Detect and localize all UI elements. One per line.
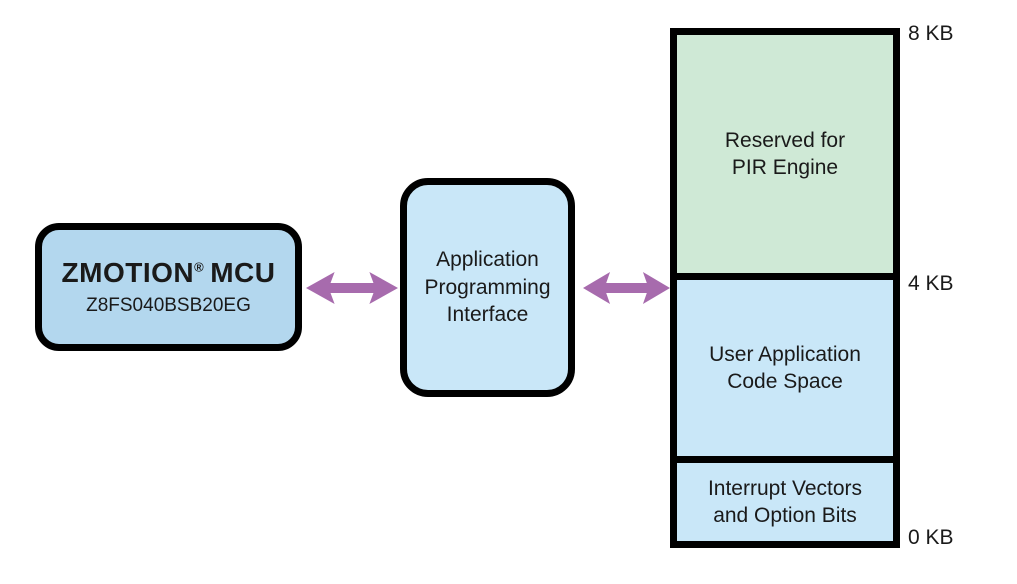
api-block: Application Programming Interface: [400, 178, 575, 397]
memory-section-pir-engine: Reserved for PIR Engine: [677, 35, 893, 280]
label-line: Interrupt Vectors: [707, 476, 863, 500]
memory-section-label: User Application Code Space: [709, 341, 861, 396]
memory-section-label: Interrupt Vectors and Option Bits: [708, 475, 862, 530]
mcu-part-number: Z8FS040BSB20EG: [86, 295, 251, 316]
mcu-title-suffix: MCU: [210, 257, 276, 288]
memory-section-label: Reserved for PIR Engine: [725, 127, 845, 182]
scale-label-0kb: 0 KB: [908, 526, 954, 549]
api-label-line: Programming: [424, 275, 551, 299]
memory-map: Reserved for PIR Engine User Application…: [670, 28, 900, 548]
registered-trademark-symbol: ®: [194, 259, 205, 275]
scale-label-8kb: 8 KB: [908, 22, 954, 45]
scale-label-4kb: 4 KB: [908, 272, 954, 295]
mcu-title: ZMOTION® MCU: [62, 257, 276, 289]
arrow-shape: [583, 272, 670, 304]
arrow-shape: [306, 272, 398, 304]
label-line: Reserved for: [724, 128, 846, 152]
label-line: and Option Bits: [713, 504, 857, 527]
bidirectional-arrow-icon: [306, 272, 398, 304]
label-line: User Application: [709, 342, 861, 366]
bidirectional-arrow-icon: [583, 272, 670, 304]
label-line: Code Space: [727, 370, 843, 393]
mcu-title-text: ZMOTION: [61, 257, 195, 288]
memory-section-interrupt-vectors: Interrupt Vectors and Option Bits: [677, 463, 893, 541]
memory-section-user-application: User Application Code Space: [677, 280, 893, 463]
label-line: PIR Engine: [731, 156, 839, 179]
api-label-line: Interface: [446, 303, 529, 327]
zmotion-mcu-block: ZMOTION® MCU Z8FS040BSB20EG: [35, 223, 302, 351]
api-label-line: Application: [436, 247, 539, 271]
